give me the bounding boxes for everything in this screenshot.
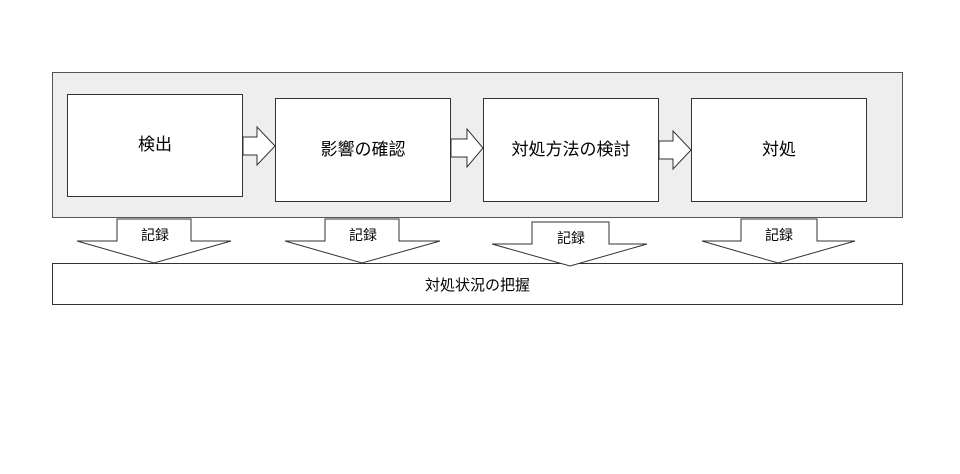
flow-arrow-3 <box>658 129 692 171</box>
record-arrow-2 <box>284 218 441 264</box>
flow-arrow-2 <box>450 127 484 169</box>
step-box-plan: 対処方法の検討 <box>483 98 659 202</box>
record-label-2: 記録 <box>349 227 377 244</box>
step-label-action: 対処 <box>762 139 796 160</box>
record-arrow-4 <box>701 218 856 264</box>
record-label-4: 記録 <box>765 227 793 244</box>
step-label-impact: 影響の確認 <box>320 139 406 160</box>
record-arrow-1 <box>76 218 232 264</box>
status-bar-label: 対処状況の把握 <box>424 275 530 294</box>
record-label-1: 記録 <box>141 227 169 244</box>
record-arrow-3 <box>491 221 648 267</box>
step-label-detect: 検出 <box>138 135 172 155</box>
flow-arrow-1 <box>242 125 276 167</box>
status-bar: 対処状況の把握 <box>52 263 903 305</box>
step-label-plan: 対処方法の検討 <box>511 139 631 160</box>
record-label-3: 記録 <box>557 230 585 247</box>
step-box-action: 対処 <box>691 98 867 202</box>
step-box-detect: 検出 <box>67 94 243 197</box>
